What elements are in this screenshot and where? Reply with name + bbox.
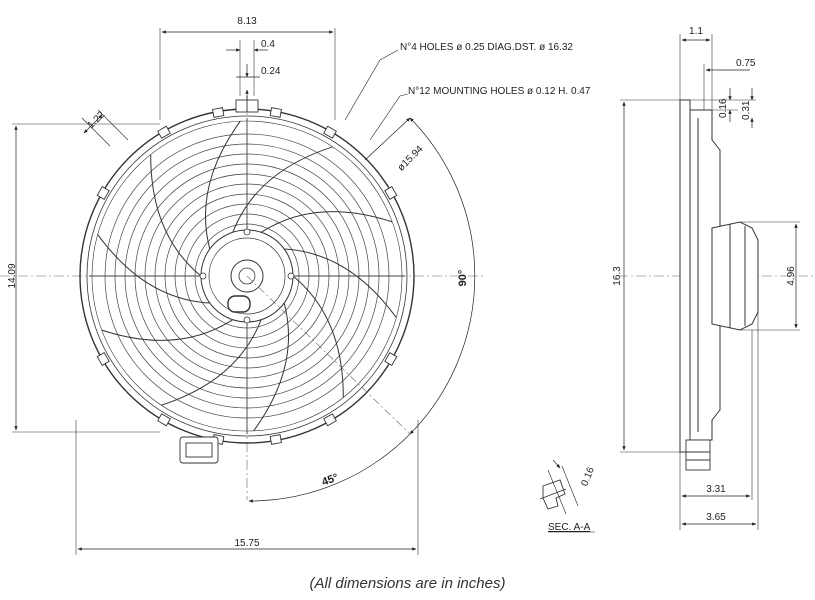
dim-top-width: 8.13 [159,16,336,120]
section-thickness-label: 0.16 [579,465,597,488]
dim-bottom-width-label: 15.75 [234,538,259,549]
mounting-tab [157,413,171,427]
dim-height-label: 14.09 [7,263,18,288]
dim-slot-width: 0.4 [226,39,275,96]
svg-text:N°12 MOUNTING HOLES ø 0.12 H.: N°12 MOUNTING HOLES ø 0.12 H. 0.47 [408,86,591,97]
dim-slot-depth: 0.24 [236,64,281,100]
mounting-tab [323,413,337,427]
side-dim-motor-label: 4.96 [786,266,797,286]
fan-blade [204,120,241,250]
mounting-tab [96,186,110,200]
note-mount-dia: 0.12 [536,86,556,97]
side-dim-motor: 4.96 [740,221,800,331]
dim-tab-label: 1.22 [86,109,108,131]
angle-45-label: 45° [320,472,340,489]
angle-90-label: 90° [457,270,469,287]
mounting-tab [384,186,398,200]
dim-bottom-width: 15.75 [75,420,419,555]
fan-blade [101,319,234,341]
note-holes-symbol-2: ø [539,42,545,53]
fan-blade [253,302,290,432]
side-dim-lip-1-label: 0.16 [718,98,729,118]
note-mount-h: H. 0.47 [558,86,591,97]
fan-blades [97,120,397,432]
fan-hub [199,228,295,324]
side-dim-top-2-label: 0.75 [736,58,756,69]
side-dim-depth-2-label: 3.65 [706,512,726,523]
side-view: 1.1 0.75 0.16 0.31 16.3 [612,26,815,530]
note-holes-dia: 0.25 DIAG.DST. [465,42,536,53]
dim-height: 14.09 [7,123,160,433]
section-label: SEC. A-A [548,522,591,533]
note-holes: N°4 HOLES ø 0.25 DIAG.DST. ø 16.32 [344,42,573,121]
fan-blade [292,275,344,398]
dim-diameter-label: 15.94 [400,143,426,169]
mounting-tab [157,125,171,139]
side-motor [711,221,759,331]
fan-blade [260,211,393,233]
note-mount-symbol: ø [527,86,533,97]
mounting-tab [96,352,110,366]
side-dim-depth-1: 3.31 [679,330,753,530]
dim-slot-width-label: 0.4 [261,39,275,50]
units-caption: (All dimensions are in inches) [309,575,506,592]
dim-top-width-label: 8.13 [237,16,257,27]
svg-text:N°4 HOLES ø 0.25 DIAG.DST. ø: N°4 HOLES ø 0.25 DIAG.DST. ø 16.32 [400,42,573,53]
fan-blade [232,146,333,233]
side-dim-height: 16.3 [612,99,680,453]
fan-guard-spokes [89,118,405,434]
side-dim-depth-1-label: 3.31 [706,484,726,495]
note-holes-symbol-1: ø [456,42,462,53]
side-dim-lip: 0.16 0.31 [690,88,756,128]
side-dim-depth-2: 3.65 [681,312,759,530]
side-dim-top-1: 1.1 [679,26,713,110]
fan-blade [284,248,397,318]
note-holes-label: N°4 HOLES [400,42,454,53]
mounting-tab [269,434,282,445]
section-a-a: 0.16 SEC. A-A [539,459,597,533]
mounting-tab [323,125,337,139]
side-dim-lip-2-label: 0.31 [741,100,752,120]
side-dim-height-label: 16.3 [612,266,623,286]
angle-arcs [246,117,476,503]
svg-text:ø15.94: ø15.94 [396,143,426,173]
note-holes-dist: 16.32 [548,42,573,53]
side-dim-top-1-label: 1.1 [689,26,703,37]
side-dim-top-2: 0.75 [703,58,756,110]
side-connector [685,439,711,471]
front-view: 8.13 0.4 0.24 1.22 14 [0,16,591,555]
mounting-tab [212,107,225,118]
fan-blade [97,234,210,304]
mounting-tab [384,352,398,366]
wire-connector [179,436,219,464]
dim-tab: 1.22 [81,109,129,147]
fan-blade [161,319,262,406]
dim-slot-depth-label: 0.24 [261,66,281,77]
note-mount-label: N°12 MOUNTING HOLES [408,86,525,97]
note-mount: N°12 MOUNTING HOLES ø 0.12 H. 0.47 [369,86,591,141]
mounting-tab [269,107,282,118]
dim-diameter: ø15.94 [364,117,426,174]
fan-blade [150,154,202,277]
